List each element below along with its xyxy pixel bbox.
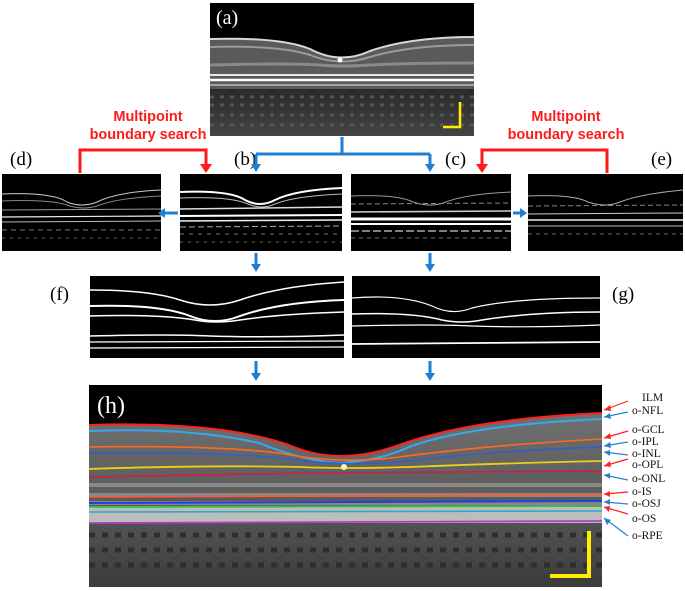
oct-image-e [528, 174, 683, 251]
layer-pointer-arrows [603, 400, 629, 537]
panel-label-g: (g) [612, 284, 635, 305]
multipoint-search-right-line1: Multipoint [531, 109, 601, 125]
multipoint-search-label-left: Multipoint boundary search [78, 108, 218, 144]
multipoint-search-left-line2: boundary search [89, 127, 207, 143]
layer-label-o-rpe: o-RPE [632, 530, 663, 542]
oct-image-d [2, 174, 161, 251]
panel-label-a: (a) [216, 7, 239, 29]
flow-arrow-a-bc [254, 137, 432, 168]
search-arrow-right [480, 148, 609, 173]
search-arrow-left [78, 148, 208, 173]
panel-label-b: (b) [234, 149, 257, 170]
panel-label-f: (f) [50, 284, 69, 305]
panel-label-e: (e) [651, 149, 673, 170]
oct-image-h [89, 385, 602, 587]
oct-image-b [180, 174, 342, 251]
layer-label-o-ipl: o-IPL [632, 436, 659, 448]
layer-label-o-nfl: o-NFL [632, 405, 664, 417]
oct-image-c [351, 174, 511, 251]
panel-label-d: (d) [10, 149, 33, 170]
layer-label-ilm: ILM [642, 392, 664, 404]
layer-label-o-os: o-OS [632, 513, 657, 525]
layer-label-o-osj: o-OSJ [632, 498, 661, 510]
panel-label-h: (h) [97, 393, 125, 419]
oct-image-g [352, 276, 600, 358]
layer-label-o-opl: o-OPL [632, 459, 664, 471]
multipoint-search-label-right: Multipoint boundary search [496, 108, 636, 144]
layer-label-o-gcl: o-GCL [632, 424, 665, 436]
layer-label-o-is: o-IS [632, 486, 652, 498]
multipoint-search-left-line1: Multipoint [113, 109, 183, 125]
layer-label-o-onl: o-ONL [632, 473, 666, 485]
multipoint-search-right-line2: boundary search [507, 127, 625, 143]
oct-image-a [210, 3, 474, 136]
panel-label-c: (c) [445, 149, 467, 170]
oct-image-f [90, 276, 344, 358]
layer-label-o-inl: o-INL [632, 448, 661, 460]
